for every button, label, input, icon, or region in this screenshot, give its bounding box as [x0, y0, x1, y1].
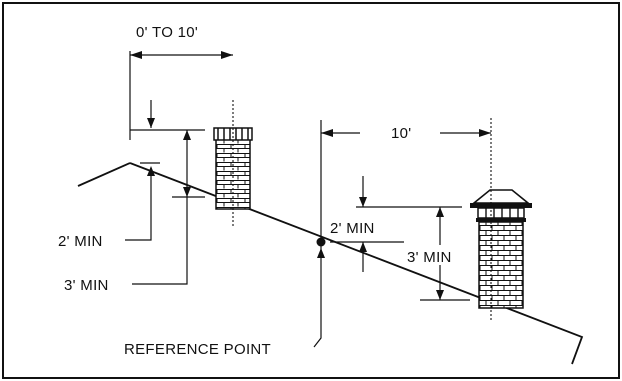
min-2-left-label: 2' MIN [58, 233, 103, 250]
horizontal-range-arrow-left [130, 51, 142, 59]
horizontal-range-label: 0' TO 10' [136, 24, 198, 41]
horizontal-distance-label: 10' [391, 125, 411, 142]
min-2-left-leader [125, 168, 152, 241]
roof-peak-left-slope [77, 162, 131, 187]
reference-point-arrow [317, 248, 325, 258]
roof-slope [129, 162, 584, 365]
min-2-left-arrow-top-head [147, 118, 155, 128]
reference-point-label: REFERENCE POINT [124, 341, 271, 358]
min-3-left-arrow-top [183, 130, 191, 140]
min-3-left-arrow-bottom [183, 187, 191, 197]
min-2-right-arrow-top [359, 197, 367, 207]
min-2-right-label: 2' MIN [330, 220, 375, 237]
min-3-left-line [132, 130, 188, 285]
min-3-right-label: 3' MIN [407, 249, 452, 266]
min-3-left-label: 3' MIN [64, 277, 109, 294]
right-chimney [470, 189, 532, 309]
reference-point-leader [313, 246, 322, 348]
min-2-right-arrow-bottom [359, 242, 367, 252]
horizontal-distance-arrow-left [321, 129, 333, 137]
min-3-right-arrow-top [436, 207, 444, 217]
horizontal-range-arrow-right [221, 51, 233, 59]
reference-point-dot [316, 237, 326, 247]
min-2-left-arrow-up-head [147, 166, 155, 176]
min-3-right-arrow-bottom [436, 290, 444, 300]
horizontal-distance-arrow-right [479, 129, 491, 137]
